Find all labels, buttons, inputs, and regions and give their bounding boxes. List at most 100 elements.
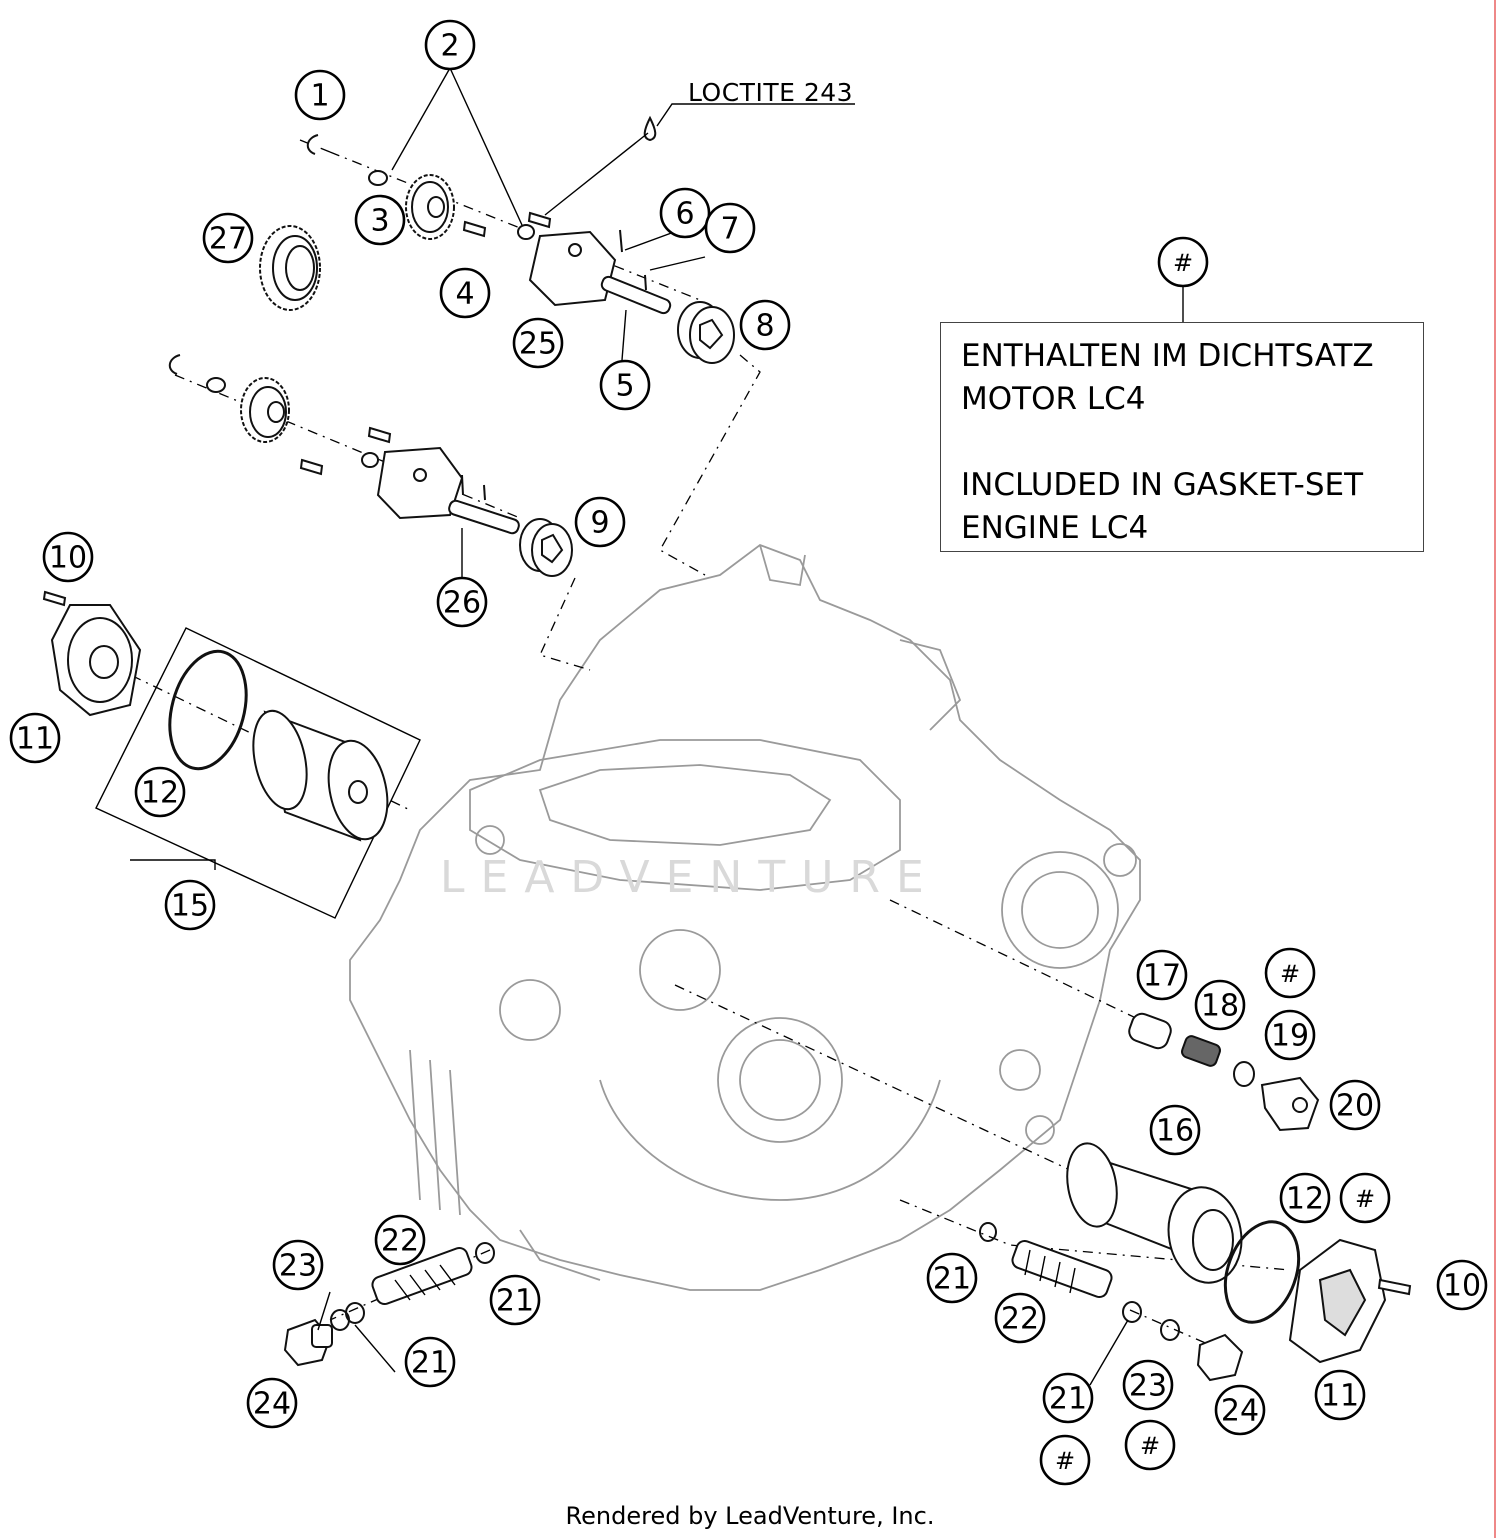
lower-right-strainer (979, 1222, 1244, 1382)
callout-label: 18 (1201, 989, 1239, 1024)
gasket-set-marker: # (1124, 1419, 1176, 1471)
callout-18: 18 (1194, 979, 1246, 1031)
callout-label: 24 (253, 1387, 291, 1422)
callout-21: 21 (404, 1336, 456, 1388)
callout-label: 26 (443, 586, 481, 621)
callout-label: 21 (496, 1284, 534, 1319)
spring (1181, 1035, 1221, 1067)
callout-circle (1264, 1009, 1316, 1061)
callout-17: 17 (1136, 949, 1188, 1001)
callout-9: 9 (574, 496, 626, 548)
callout-label: 6 (675, 197, 694, 232)
callout-label: 11 (16, 722, 54, 757)
callout-circle (1314, 1369, 1366, 1421)
callout-circle (404, 1336, 456, 1388)
callout-26: 26 (436, 576, 488, 628)
callout-circle (202, 212, 254, 264)
callout-circle (1136, 949, 1188, 1001)
callout-circle (512, 317, 564, 369)
filter-kit-frame (95, 627, 421, 919)
callout-label: 10 (49, 541, 87, 576)
callout-circle (246, 1377, 298, 1429)
drain-plug (283, 1318, 333, 1367)
pin (483, 484, 486, 501)
watermark: LEADVENTURE (440, 852, 940, 903)
callout-21: 21 (1042, 1372, 1094, 1424)
callout-circle (9, 712, 61, 764)
engine-crankcase (349, 543, 1141, 1291)
callout-circle (1149, 1104, 1201, 1156)
callout-2: 2 (424, 19, 476, 71)
pump-shaft (448, 499, 520, 535)
callout-circle (424, 19, 476, 71)
callout-23: 23 (272, 1239, 324, 1291)
callout-12: 12 (1279, 1172, 1331, 1224)
callout-circle (1194, 979, 1246, 1031)
callout-7: 7 (704, 202, 756, 254)
callout-27: 27 (202, 212, 254, 264)
callout-circle (1339, 1172, 1391, 1224)
callout-label: 10 (1443, 1269, 1481, 1304)
callout-circle (926, 1252, 978, 1304)
gasket-set-marker: # (1039, 1434, 1091, 1486)
callout-8: 8 (739, 299, 791, 351)
callout-label: # (1280, 960, 1300, 988)
callout-11: 11 (1314, 1369, 1366, 1421)
pump-cover (376, 446, 464, 520)
callout-circle (1279, 1172, 1331, 1224)
callout-label: 15 (171, 889, 209, 924)
callout-circle (1124, 1419, 1176, 1471)
callout-label: 4 (455, 277, 474, 312)
callout-label: 21 (411, 1346, 449, 1381)
loctite-label: LOCTITE 243 (688, 78, 854, 107)
callout-label: 12 (1286, 1182, 1324, 1217)
circlip (306, 134, 319, 155)
callout-circle (354, 194, 406, 246)
callout-label: 20 (1336, 1089, 1374, 1124)
callout-1: 1 (294, 69, 346, 121)
callout-15: 15 (164, 879, 216, 931)
washer (361, 452, 379, 468)
callout-label: 22 (1001, 1302, 1039, 1337)
callout-circle (1214, 1384, 1266, 1436)
callout-22: 22 (374, 1214, 426, 1266)
pin (619, 229, 623, 253)
callout-label: 23 (1129, 1369, 1167, 1404)
screw-plug (1260, 1076, 1320, 1132)
callout-label: 21 (933, 1262, 971, 1297)
callout-label: 21 (1049, 1382, 1087, 1417)
callout-circle (439, 267, 491, 319)
callout-circle (1264, 947, 1316, 999)
callout-3: 3 (354, 194, 406, 246)
callout-24: 24 (246, 1377, 298, 1429)
callout-label: 2 (440, 29, 459, 64)
callout-5: 5 (599, 359, 651, 411)
pin (461, 474, 464, 496)
gasket-set-marker: # (1157, 236, 1209, 288)
pump-drive-gear (405, 174, 455, 240)
gasket-set-marker: # (1339, 1172, 1391, 1224)
callout-10: 10 (42, 531, 94, 583)
o-ring (1223, 1220, 1301, 1324)
oil-screen (1011, 1239, 1113, 1299)
callout-circle (1122, 1359, 1174, 1411)
drain-plug (1196, 1333, 1244, 1382)
screw (299, 458, 324, 476)
callout-label: 3 (370, 204, 389, 239)
note-spacer (961, 421, 1423, 464)
callout-label: 17 (1143, 959, 1181, 994)
callout-label: 22 (381, 1224, 419, 1259)
callout-label: 19 (1271, 1019, 1309, 1054)
callout-circle (1042, 1372, 1094, 1424)
callout-12: 12 (134, 766, 186, 818)
pump-cover (528, 230, 617, 307)
note-line-3: INCLUDED IN GASKET-SET (961, 467, 1364, 503)
callout-circle (739, 299, 791, 351)
pump-shaft (600, 275, 672, 315)
note-line-4: ENGINE LC4 (961, 510, 1149, 546)
callout-label: # (1355, 1185, 1375, 1213)
pump-rotor (677, 301, 735, 364)
gasket-set-note: ENTHALTEN IM DICHTSATZ MOTOR LC4 INCLUDE… (940, 322, 1424, 552)
